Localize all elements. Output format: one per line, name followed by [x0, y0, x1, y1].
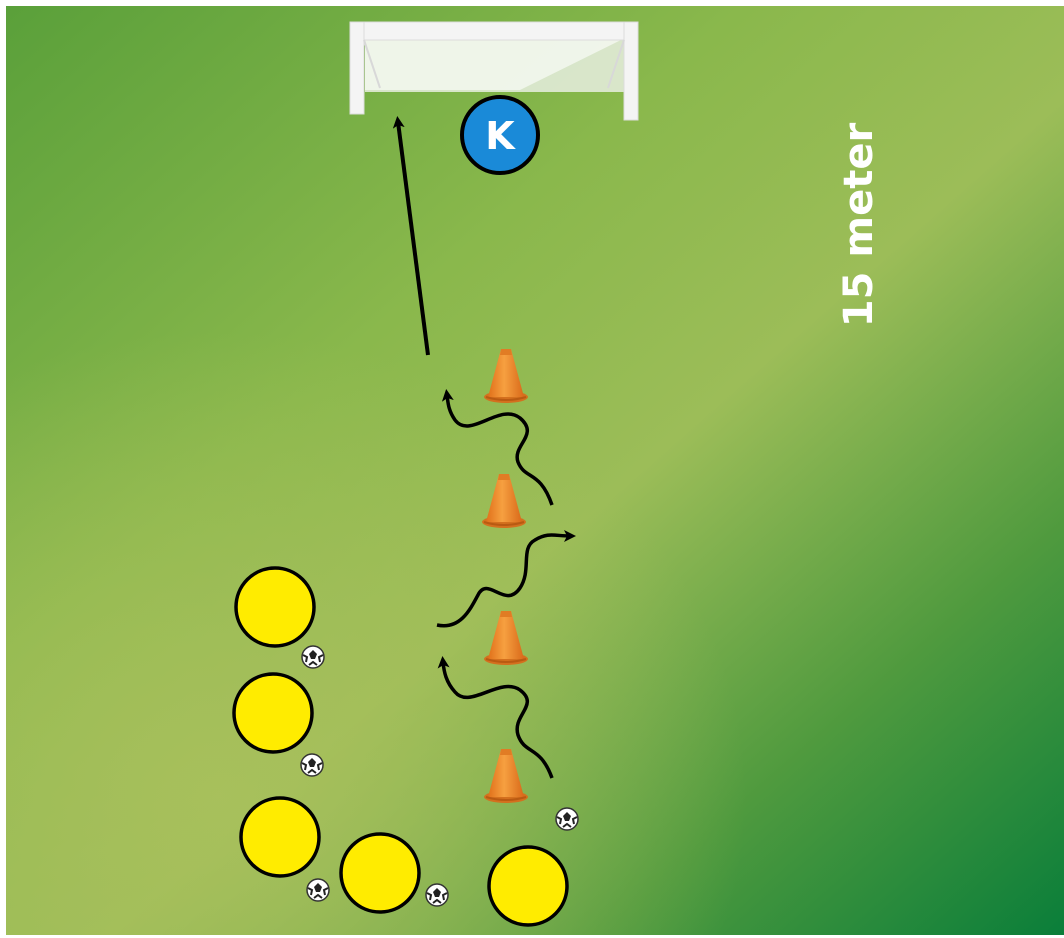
ball [307, 879, 329, 901]
keeper-label: K [485, 114, 516, 158]
player-marker [236, 568, 314, 646]
ball [556, 808, 578, 830]
player-marker [341, 834, 419, 912]
player-marker [489, 847, 567, 925]
ball [426, 884, 448, 906]
ball [302, 646, 324, 668]
goalkeeper-marker: K [462, 97, 538, 173]
player-marker [241, 798, 319, 876]
ball [301, 754, 323, 776]
distance-label: 15 meter [836, 123, 882, 328]
player-marker [234, 674, 312, 752]
